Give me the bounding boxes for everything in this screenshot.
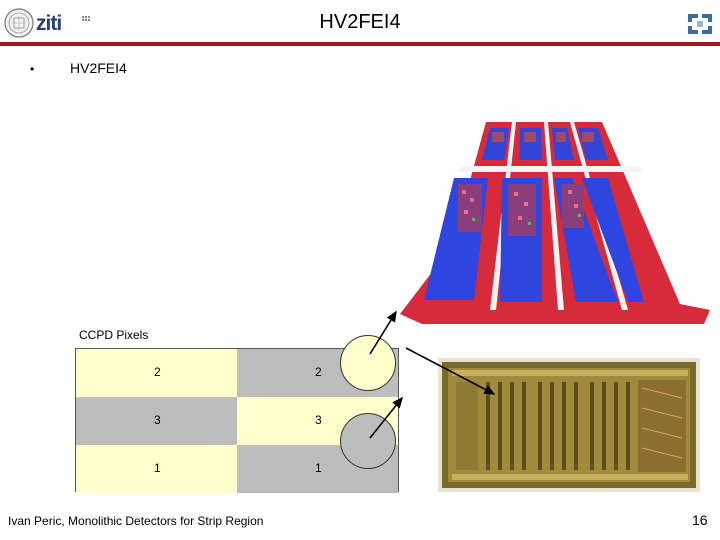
pixel-cell: 3: [76, 397, 237, 445]
institute-logo: [686, 10, 714, 38]
pixel-number: 1: [154, 461, 161, 475]
header-rule: [0, 42, 720, 46]
pixel-number: 3: [315, 413, 322, 427]
chip-photo: [438, 358, 700, 492]
pixel-number: 2: [315, 365, 322, 379]
ziti-logo: ziti: [36, 12, 92, 36]
slide-title: HV2FEI4: [319, 11, 401, 33]
pixel-cell: 2: [76, 349, 237, 397]
ziti-wordmark: ziti: [36, 12, 62, 35]
bullet-marker: •: [30, 62, 35, 76]
pixel-readout-circle: [340, 335, 396, 391]
bullet-text: HV2FEI4: [70, 60, 127, 76]
pixel-readout-circle: [340, 413, 396, 469]
pixel-number: 2: [154, 365, 161, 379]
pixel-number: 3: [154, 413, 161, 427]
ccpd-pixels-label: CCPD Pixels: [79, 328, 149, 342]
university-seal-logo: [4, 8, 34, 38]
footer-text: Ivan Peric, Monolithic Detectors for Str…: [8, 514, 264, 528]
chip-layout-render: [392, 118, 714, 330]
pixel-cell: 1: [76, 445, 237, 493]
pixel-number: 1: [315, 461, 322, 475]
ccpd-pixel-grid: 2 2 3 3 1 1: [75, 335, 399, 493]
page-number: 16: [692, 512, 708, 528]
